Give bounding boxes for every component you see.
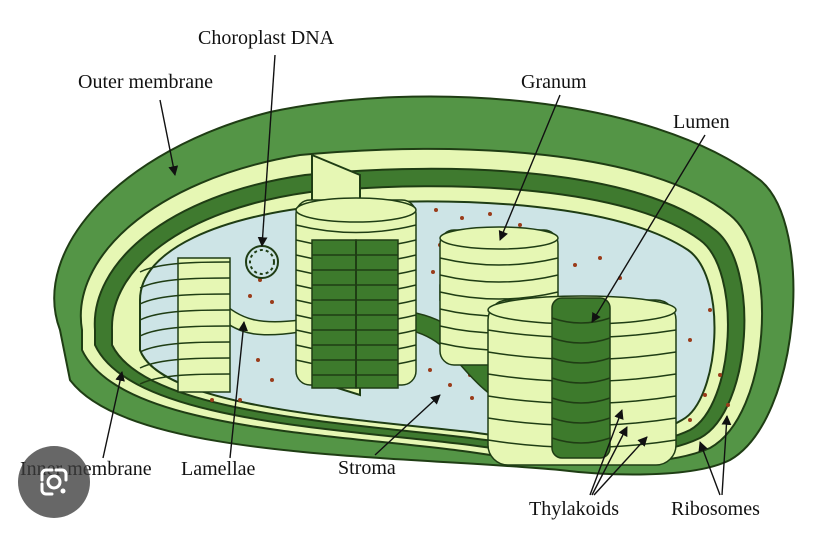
lens-button[interactable] xyxy=(18,446,90,518)
label-granum: Granum xyxy=(521,71,587,93)
label-lumen: Lumen xyxy=(673,111,730,133)
left-granum xyxy=(139,257,231,393)
right-dark-stack xyxy=(551,297,611,459)
label-lamellae: Lamellae xyxy=(181,458,256,480)
label-outer-membrane: Outer membrane xyxy=(78,71,213,93)
label-ribosomes: Ribosomes xyxy=(671,498,760,520)
label-chloroplast-dna: Choroplast DNA xyxy=(198,27,335,49)
google-lens-icon xyxy=(40,468,68,496)
central-cut-stack xyxy=(311,239,399,389)
label-stroma: Stroma xyxy=(338,457,396,479)
leader-lines xyxy=(102,54,732,496)
label-thylakoids: Thylakoids xyxy=(529,498,619,520)
